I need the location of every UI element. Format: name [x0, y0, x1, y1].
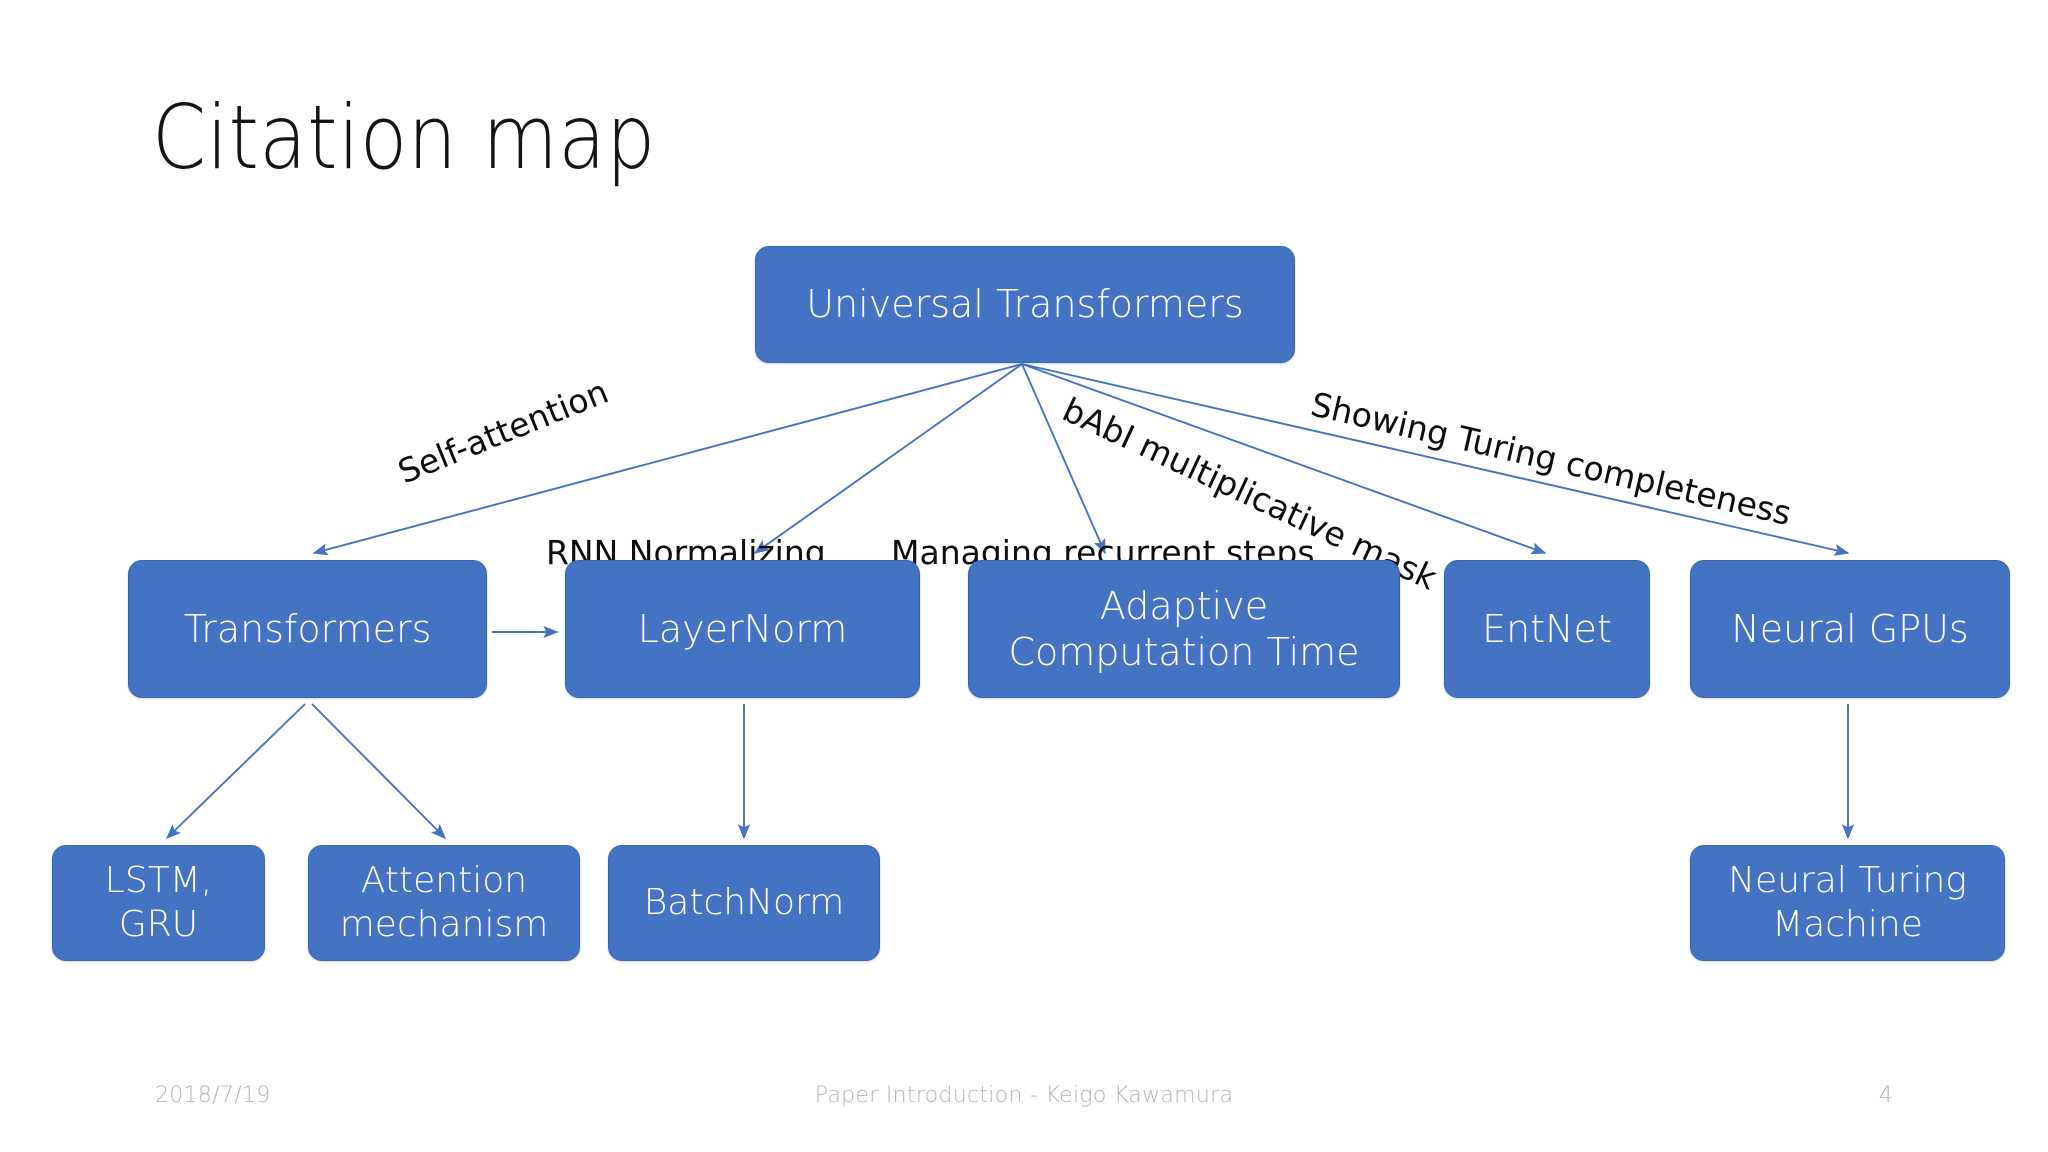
node-universal-transformers[interactable]: Universal Transformers [755, 246, 1295, 363]
node-neural-gpus[interactable]: Neural GPUs [1690, 560, 2010, 698]
page-title: Citation map [152, 86, 656, 189]
node-batchnorm[interactable]: BatchNorm [608, 845, 880, 961]
node-attention-mechanism[interactable]: Attention mechanism [308, 845, 580, 961]
edge-ut-to-act [1021, 363, 1106, 555]
edge-label-self-attention: Self-attention [392, 371, 614, 492]
node-adaptive-computation-time[interactable]: Adaptive Computation Time [968, 560, 1400, 698]
edge-transformers-to-lstmgru [165, 703, 306, 840]
node-lstm-gru[interactable]: LSTM, GRU [52, 845, 265, 961]
node-layernorm[interactable]: LayerNorm [565, 560, 920, 698]
footer-page-number: 4 [1878, 1083, 1893, 1108]
node-neural-turing-machine[interactable]: Neural Turing Machine [1690, 845, 2005, 961]
edge-label-showing-turing-completeness: Showing Turing completeness [1307, 384, 1795, 533]
node-entnet[interactable]: EntNet [1444, 560, 1650, 698]
edge-ut-to-layernorm [753, 363, 1023, 554]
footer-date: 2018/7/19 [155, 1083, 271, 1108]
footer-subtitle: Paper Introduction - Keigo Kawamura [814, 1083, 1234, 1108]
node-transformers[interactable]: Transformers [128, 560, 487, 698]
edge-transformers-to-attention [311, 703, 447, 840]
